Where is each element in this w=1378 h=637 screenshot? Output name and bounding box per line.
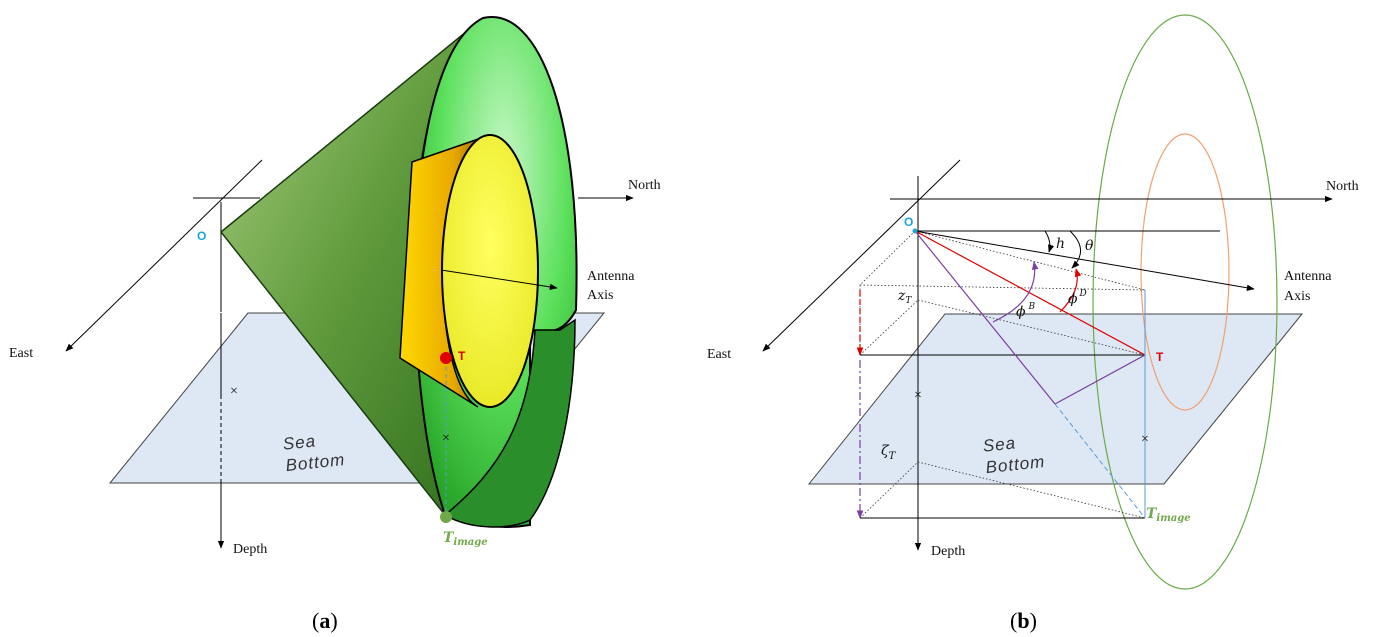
antenna-axis-line-b — [914, 230, 1255, 291]
angle-phid-arc — [1059, 268, 1082, 313]
east-label: East — [9, 346, 33, 361]
theta-label: θ — [1085, 238, 1094, 254]
t-image-label: Timage — [443, 530, 488, 548]
origin-label: O — [197, 229, 206, 243]
angle-phib-arc — [992, 261, 1039, 323]
antenna-label-line1: Antenna — [587, 269, 635, 284]
bottom-ray — [914, 230, 1056, 405]
sea-label-line1: Sea — [282, 431, 317, 453]
antenna-label-line2-b: Axis — [1284, 289, 1310, 304]
beam-ellipse-outer — [1092, 14, 1278, 590]
antenna-label-line1-b: Antenna — [1284, 269, 1332, 284]
caption-b: (b) — [1010, 608, 1037, 633]
h-label: h — [1056, 236, 1065, 252]
direct-ray — [914, 230, 1146, 356]
caption-a: (a) — [312, 608, 338, 633]
depth-marker-b: × — [914, 388, 922, 403]
panel-b: Sea Bottom × Antenna Axis — [707, 14, 1359, 633]
north-label-b: North — [1326, 179, 1359, 194]
t-image-point — [440, 511, 452, 523]
angle-theta-arc — [1069, 230, 1081, 269]
depth-marker: × — [230, 384, 238, 399]
east-axis — [65, 159, 263, 352]
zeta-label: ζT — [881, 443, 897, 462]
beam-rim-lower — [443, 318, 576, 528]
target-point — [440, 352, 452, 364]
origin-label-b: O — [904, 215, 913, 229]
antenna-label-line2: Axis — [587, 288, 613, 303]
east-axis-b — [762, 159, 961, 352]
beam-ellipse-inner — [1140, 133, 1230, 411]
zt-label: zT — [897, 288, 912, 306]
east-label-b: East — [707, 347, 731, 362]
antenna-axis-arrow — [440, 269, 558, 291]
target-vertical-marker-b: × — [1141, 432, 1149, 447]
depth-label: Depth — [233, 542, 267, 557]
panel-a: Sea Bottom × Antenna Axis × T Timage O — [9, 16, 661, 633]
t-image-label-b: Timage — [1146, 506, 1191, 524]
bottom-ray-reflect — [1054, 354, 1146, 405]
target-label-b: T — [1156, 350, 1164, 364]
north-label: North — [628, 178, 661, 193]
sea-bottom-plane-b — [807, 313, 1304, 485]
inner-disc — [441, 134, 539, 408]
angle-h-arc — [1044, 230, 1055, 253]
depth-label-b: Depth — [931, 544, 965, 559]
target-label: T — [458, 349, 466, 363]
sea-label-line1-b: Sea — [982, 433, 1017, 455]
target-vertical-marker: × — [442, 431, 450, 446]
image-ray-dashed — [1054, 403, 1146, 519]
origin-point-b — [912, 228, 918, 234]
